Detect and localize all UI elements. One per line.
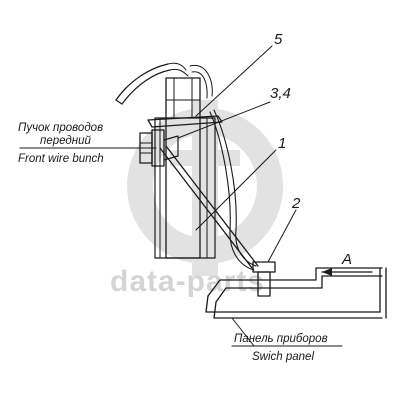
callout-a: A (341, 251, 352, 268)
side-wire (209, 109, 257, 271)
front-wire-bunch (115, 62, 213, 105)
callout-5: 5 (274, 31, 283, 48)
support-strut-1 (159, 145, 259, 269)
watermark-logo (127, 100, 284, 276)
label-front-bunch-en: Front wire bunch (18, 153, 104, 165)
callout-1: 1 (278, 135, 286, 152)
relay-block (154, 77, 216, 259)
label-front-bunch-ru-2: передний (40, 135, 91, 147)
callout-2: 2 (291, 195, 301, 212)
bracket-5 (147, 115, 223, 128)
view-arrow-a (321, 268, 373, 276)
watermark-text: data-parts (110, 265, 265, 298)
label-panel-ru: Панель приборов (234, 333, 328, 345)
instrument-panel (205, 267, 387, 319)
label-panel-en: Swich panel (252, 351, 314, 363)
watermark: data-parts (110, 100, 284, 298)
callout-3-4: 3,4 (270, 85, 291, 102)
label-front-bunch-ru-1: Пучок проводов (18, 122, 103, 134)
leader-lines (19, 45, 343, 347)
